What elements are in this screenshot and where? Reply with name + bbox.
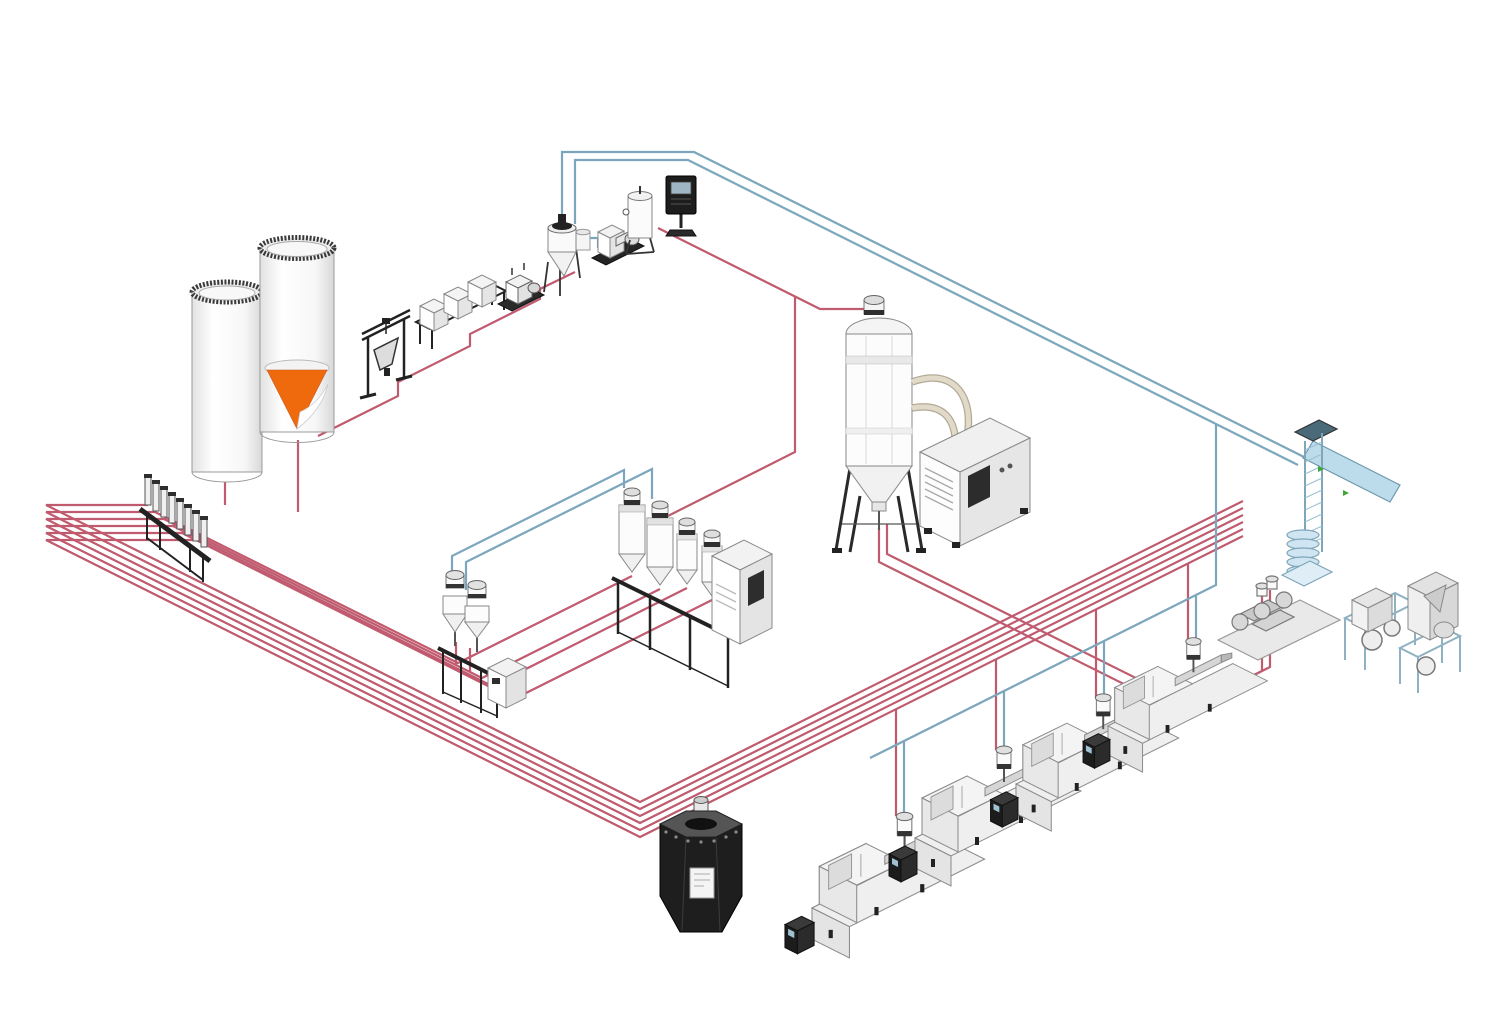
auxiliary-machines (1350, 571, 1460, 641)
storage-silo-2 (257, 235, 337, 443)
dryer-cabinet (918, 417, 1032, 548)
octabin-container (658, 796, 744, 933)
coupling-station (138, 474, 212, 582)
cutaway-curl (296, 383, 329, 430)
central-filter (622, 186, 655, 255)
material-cone (266, 369, 328, 430)
blown-film-line (1216, 419, 1463, 693)
large-drying-hopper (832, 295, 926, 553)
container-stand (413, 274, 509, 349)
big-bag-unloading-frame (359, 308, 413, 400)
green-marker (1343, 490, 1349, 496)
storage-silo-1 (189, 279, 265, 483)
coupling-tubes (144, 474, 208, 548)
control-panel (665, 175, 697, 237)
film-chute (1302, 440, 1401, 503)
vacuum-air-lines (450, 150, 1307, 818)
dosing-unit (486, 657, 528, 709)
cyclone-receiver (543, 214, 591, 296)
conveying-pump-1 (496, 263, 546, 312)
green-marker (1318, 466, 1324, 472)
extruder-group (1216, 575, 1342, 661)
injection-molding-machine-4 (1081, 635, 1270, 775)
drying-hopper-station (611, 487, 774, 688)
